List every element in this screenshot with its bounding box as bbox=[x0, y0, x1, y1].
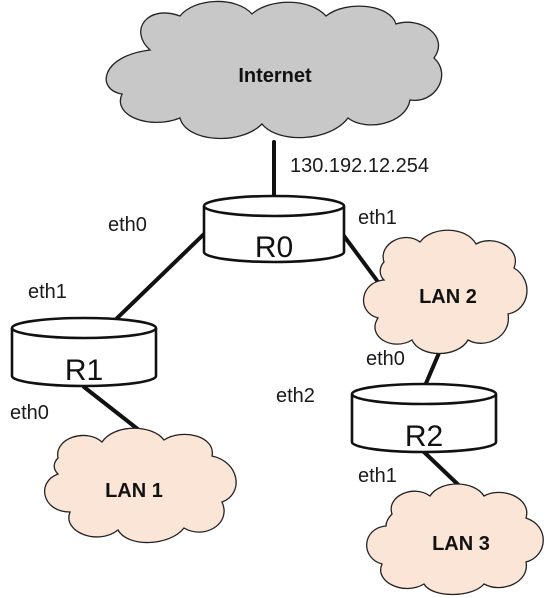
lan3-cloud: LAN 3 bbox=[366, 483, 544, 596]
router-r0-label: R0 bbox=[255, 231, 293, 264]
router-r1-label: R1 bbox=[65, 354, 103, 387]
r2-eth0-label: eth0 bbox=[366, 348, 405, 370]
router-r2-top bbox=[350, 382, 498, 406]
lan3-cloud-shape bbox=[366, 483, 544, 596]
router-r1: R1 bbox=[10, 316, 158, 388]
r0-ip-label: 130.192.12.254 bbox=[290, 155, 429, 177]
router-r1-top bbox=[10, 316, 158, 340]
r1-eth1-label: eth1 bbox=[28, 281, 67, 303]
link-r0-r1 bbox=[108, 232, 206, 327]
lan3-label: LAN 3 bbox=[432, 533, 490, 555]
links bbox=[82, 140, 472, 498]
r2-eth1-label: eth1 bbox=[358, 465, 397, 487]
r0-eth0-label: eth0 bbox=[108, 214, 147, 236]
router-r2-body bbox=[350, 394, 498, 454]
router-r2-label: R2 bbox=[405, 420, 443, 453]
lan2-cloud: LAN 2 bbox=[362, 229, 528, 354]
router-r0-body bbox=[202, 206, 346, 264]
link-r1-lan1 bbox=[82, 385, 146, 436]
router-r0-top bbox=[202, 194, 346, 218]
interface-labels: 130.192.12.254 eth0 eth1 eth1 eth0 eth0 … bbox=[10, 155, 429, 487]
router-r2: R2 bbox=[350, 382, 498, 454]
r1-eth0-label: eth0 bbox=[10, 402, 49, 424]
r0-eth1-label: eth1 bbox=[358, 207, 397, 229]
lan1-label: LAN 1 bbox=[105, 480, 163, 502]
lan1-cloud: LAN 1 bbox=[44, 427, 237, 544]
internet-cloud-shape bbox=[105, 0, 443, 140]
lan2-label: LAN 2 bbox=[419, 286, 477, 308]
router-r0: R0 bbox=[202, 194, 346, 264]
lan2-cloud-shape bbox=[362, 229, 528, 354]
router-r1-body bbox=[10, 328, 158, 388]
internet-cloud: Internet bbox=[105, 0, 443, 140]
internet-label: Internet bbox=[238, 65, 312, 87]
lan1-cloud-shape bbox=[44, 427, 237, 544]
r2-eth2-label: eth2 bbox=[276, 385, 315, 407]
